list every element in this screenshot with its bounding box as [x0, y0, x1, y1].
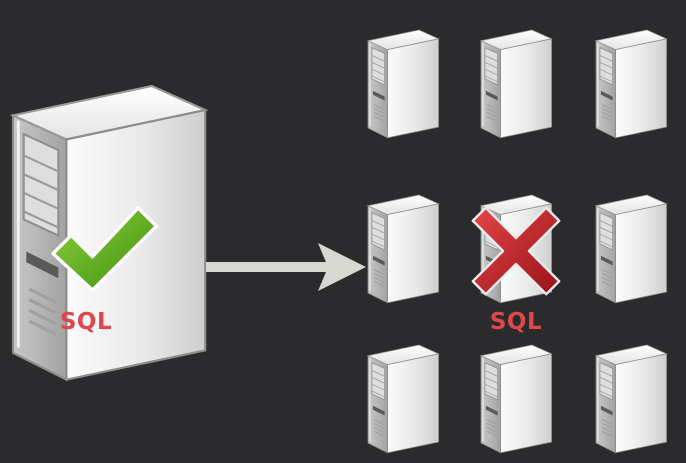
- source-server-icon: [11, 84, 207, 382]
- replica-server-icon: [367, 344, 440, 454]
- failed-replica-label: SQL: [489, 309, 543, 335]
- replica-server-icon: [595, 194, 668, 304]
- replica-server-icon: [595, 344, 668, 454]
- replica-server-icon: [480, 344, 553, 454]
- source-server-label: SQL: [59, 309, 113, 335]
- replica-server-icon: [480, 29, 553, 139]
- replica-server-icon: [595, 29, 668, 139]
- arrow-right-icon: [206, 243, 366, 291]
- replica-server-icon: [367, 29, 440, 139]
- replica-server-icon: [367, 194, 440, 304]
